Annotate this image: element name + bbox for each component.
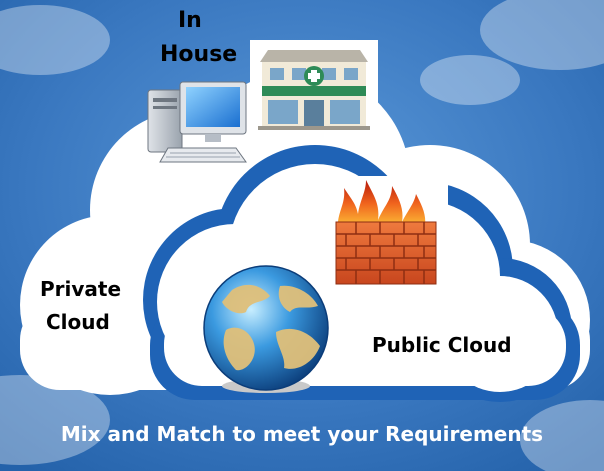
private-cloud-label-line2: Cloud: [46, 310, 110, 334]
private-cloud-label-line1: Private: [40, 277, 122, 301]
caption: Mix and Match to meet your Requirements: [60, 422, 544, 446]
pharmacy-building-icon: [250, 40, 378, 136]
globe-icon: [203, 265, 329, 393]
in-house-label-line2: House: [160, 42, 238, 67]
in-house-label-line1: In: [178, 8, 202, 33]
public-cloud-label: Public Cloud: [372, 333, 512, 357]
desktop-computer-icon: [147, 81, 247, 163]
firewall-icon: [330, 176, 448, 285]
